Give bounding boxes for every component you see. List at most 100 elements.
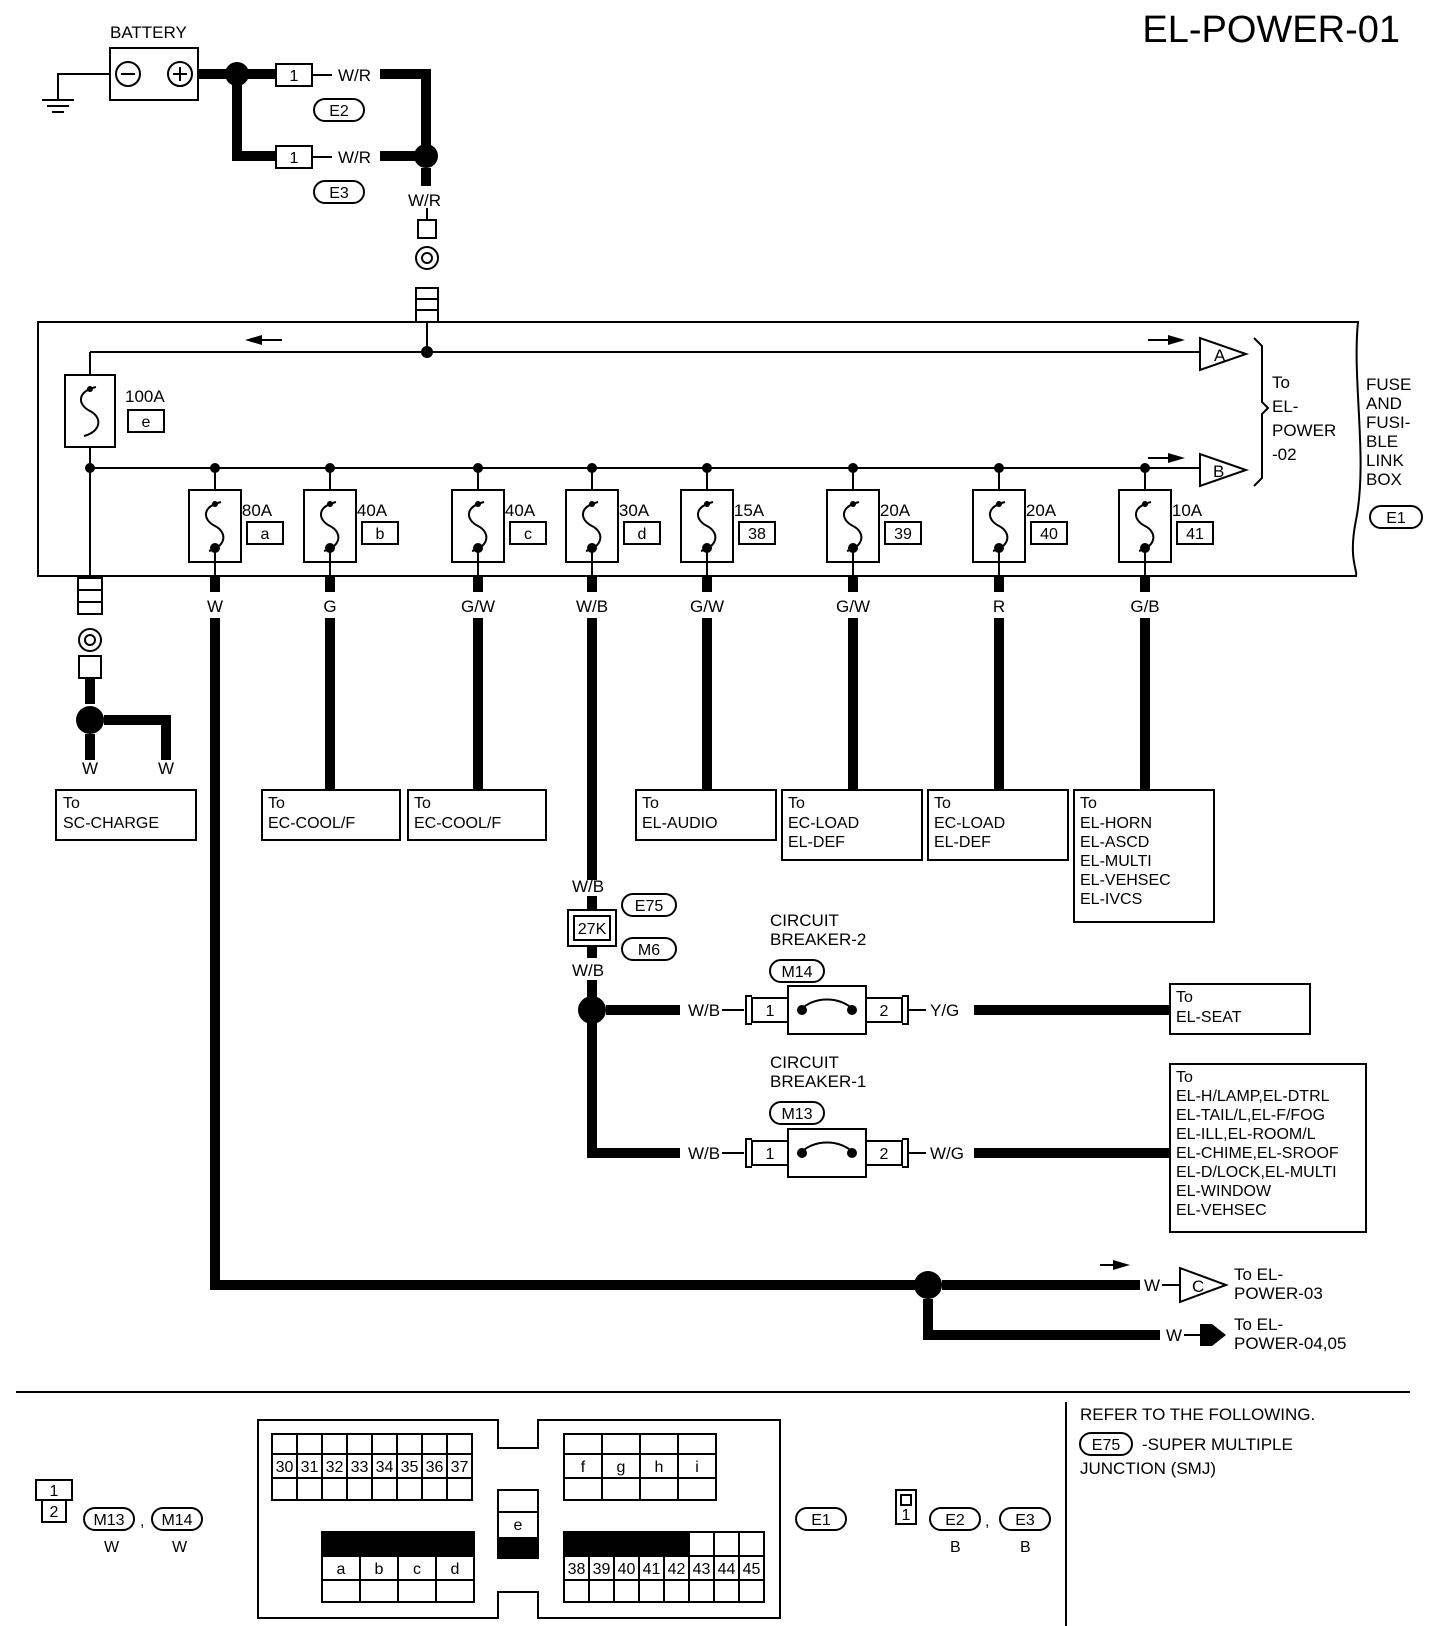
fuse-id: 40: [1040, 526, 1058, 543]
fuse-amp: 20A: [1026, 501, 1057, 520]
e1-cavity: i: [695, 1459, 699, 1476]
e1-cavity: d: [451, 1561, 460, 1578]
dest-el-hlamp-line: EL-ILL,EL-ROOM/L: [1176, 1126, 1316, 1143]
wire-color-wr-e2: W/R: [338, 66, 371, 85]
footer-color-m14: W: [172, 1539, 188, 1556]
dest-ec-load-1-line: EC-LOAD: [788, 815, 859, 832]
connector-m14: M14: [781, 964, 812, 981]
dest-el-audio-line: To: [642, 795, 659, 812]
e3-pin: 1: [290, 150, 299, 167]
dest-el-hlamp-line: To: [1176, 1069, 1193, 1086]
cb2-pin2: 2: [880, 1003, 889, 1020]
fuse-box-name-line: AND: [1366, 394, 1402, 413]
battery: BATTERY: [42, 23, 199, 113]
e1-cavity: 42: [668, 1561, 686, 1578]
dest-ec-cool-1-line: To: [268, 795, 285, 812]
to-power02-line: -02: [1272, 445, 1297, 464]
footer-sep: ,: [140, 1513, 144, 1530]
footer-connector-e2: E2: [945, 1512, 965, 1529]
e1-cavity: c: [413, 1561, 421, 1578]
connector-e3: E3: [329, 185, 349, 202]
cb1-pin2: 2: [880, 1146, 889, 1163]
fuse-wire-color: G/B: [1130, 597, 1159, 616]
refer-heading: REFER TO THE FOLLOWING.: [1080, 1405, 1315, 1424]
fuse-box-name-line: LINK: [1366, 451, 1404, 470]
fuse-wire-color: W/B: [576, 597, 608, 616]
wire-color-wb-upper: W/B: [572, 877, 604, 896]
cb2-pin1: 1: [766, 1003, 775, 1020]
e1-cavity: 38: [568, 1561, 586, 1578]
wire-color-w-sc2: W: [158, 759, 174, 778]
dest-ec-load-2-line: To: [934, 795, 951, 812]
wire-color-w-sc1: W: [82, 759, 98, 778]
fuse-id: 41: [1186, 526, 1204, 543]
fuse-row: 80AaW40AbG40AcG/W30AdW/B15A38G/W20A39G/W…: [188, 463, 1214, 616]
dest-ec-load-2-line: EC-LOAD: [934, 815, 1005, 832]
wire-color-wb-lower: W/B: [572, 961, 604, 980]
connector-b: B: [1213, 462, 1224, 481]
wire-color-w-c: W: [1144, 1276, 1160, 1295]
fuse-id: c: [524, 526, 532, 543]
wire-color-wb-cb1: W/B: [688, 1144, 720, 1163]
fuse-100a-amp: 100A: [125, 387, 165, 406]
to-power02-line: POWER: [1272, 421, 1336, 440]
cb1-pin1: 1: [766, 1146, 775, 1163]
e1-cavity: g: [617, 1459, 626, 1476]
smj-cavity: 27K: [578, 921, 607, 938]
dest-el-horn-line: EL-IVCS: [1080, 891, 1142, 908]
dest-ec-cool-2-line: To: [414, 795, 431, 812]
e1-cavity: 40: [618, 1561, 636, 1578]
dest-el-hlamp-line: EL-VEHSEC: [1176, 1202, 1267, 1219]
wire-color-yg: Y/G: [930, 1001, 959, 1020]
footer-color-m13: W: [104, 1539, 120, 1556]
e1-cavity: b: [375, 1561, 384, 1578]
dest-el-horn-line: EL-ASCD: [1080, 834, 1149, 851]
e1-cavity: f: [581, 1459, 586, 1476]
e1-cavity: 33: [351, 1459, 369, 1476]
dest-el-hlamp-line: EL-H/LAMP,EL-DTRL: [1176, 1088, 1330, 1105]
fuse-wire-color: W: [207, 597, 223, 616]
dest-el-seat-line: To: [1176, 989, 1193, 1006]
dest-el-horn-line: EL-VEHSEC: [1080, 872, 1171, 889]
dest-el-hlamp-line: EL-D/LOCK,EL-MULTI: [1176, 1164, 1337, 1181]
connector-m6: M6: [638, 942, 660, 959]
cb1-label-line: CIRCUIT: [770, 1053, 839, 1072]
fuse-id: 38: [748, 526, 766, 543]
fuse-wire-color: R: [993, 597, 1005, 616]
fuse-box-name-line: FUSE: [1366, 375, 1411, 394]
e1-cavity: 31: [301, 1459, 319, 1476]
dest-el-hlamp-line: EL-TAIL/L,EL-F/FOG: [1176, 1107, 1325, 1124]
connector-e2: E2: [329, 103, 349, 120]
cb1-label-line: BREAKER-1: [770, 1072, 866, 1091]
refer-line: -SUPER MULTIPLE: [1142, 1435, 1293, 1454]
dest-el-hlamp-line: EL-WINDOW: [1176, 1183, 1272, 1200]
footer-connector-m13: M13: [93, 1512, 124, 1529]
e1-cavity: 44: [718, 1561, 736, 1578]
fuse-amp: 40A: [505, 501, 536, 520]
to-power03-line: To EL-: [1234, 1265, 1283, 1284]
footer-color-e3: B: [1020, 1539, 1031, 1556]
e1-cavity: 32: [326, 1459, 344, 1476]
e1-cavity: 39: [593, 1561, 611, 1578]
fuse-amp: 30A: [619, 501, 650, 520]
connector-e75: E75: [635, 898, 664, 915]
dest-el-seat-line: EL-SEAT: [1176, 1009, 1242, 1026]
footer-sep: ,: [985, 1513, 989, 1530]
dest-ec-cool-2-line: EC-COOL/F: [414, 815, 501, 832]
e1-cavity: e: [514, 1517, 523, 1534]
e2-pin: 1: [290, 68, 299, 85]
wire-color-wg: W/G: [930, 1144, 964, 1163]
fuse-box-name-line: FUSI-: [1366, 413, 1410, 432]
battery-label: BATTERY: [110, 23, 187, 42]
e1-cavity: 41: [643, 1561, 661, 1578]
to-power03-line: POWER-03: [1234, 1284, 1323, 1303]
fuse-100a-id: e: [142, 414, 151, 431]
wire-color-wr-e3: W/R: [338, 148, 371, 167]
